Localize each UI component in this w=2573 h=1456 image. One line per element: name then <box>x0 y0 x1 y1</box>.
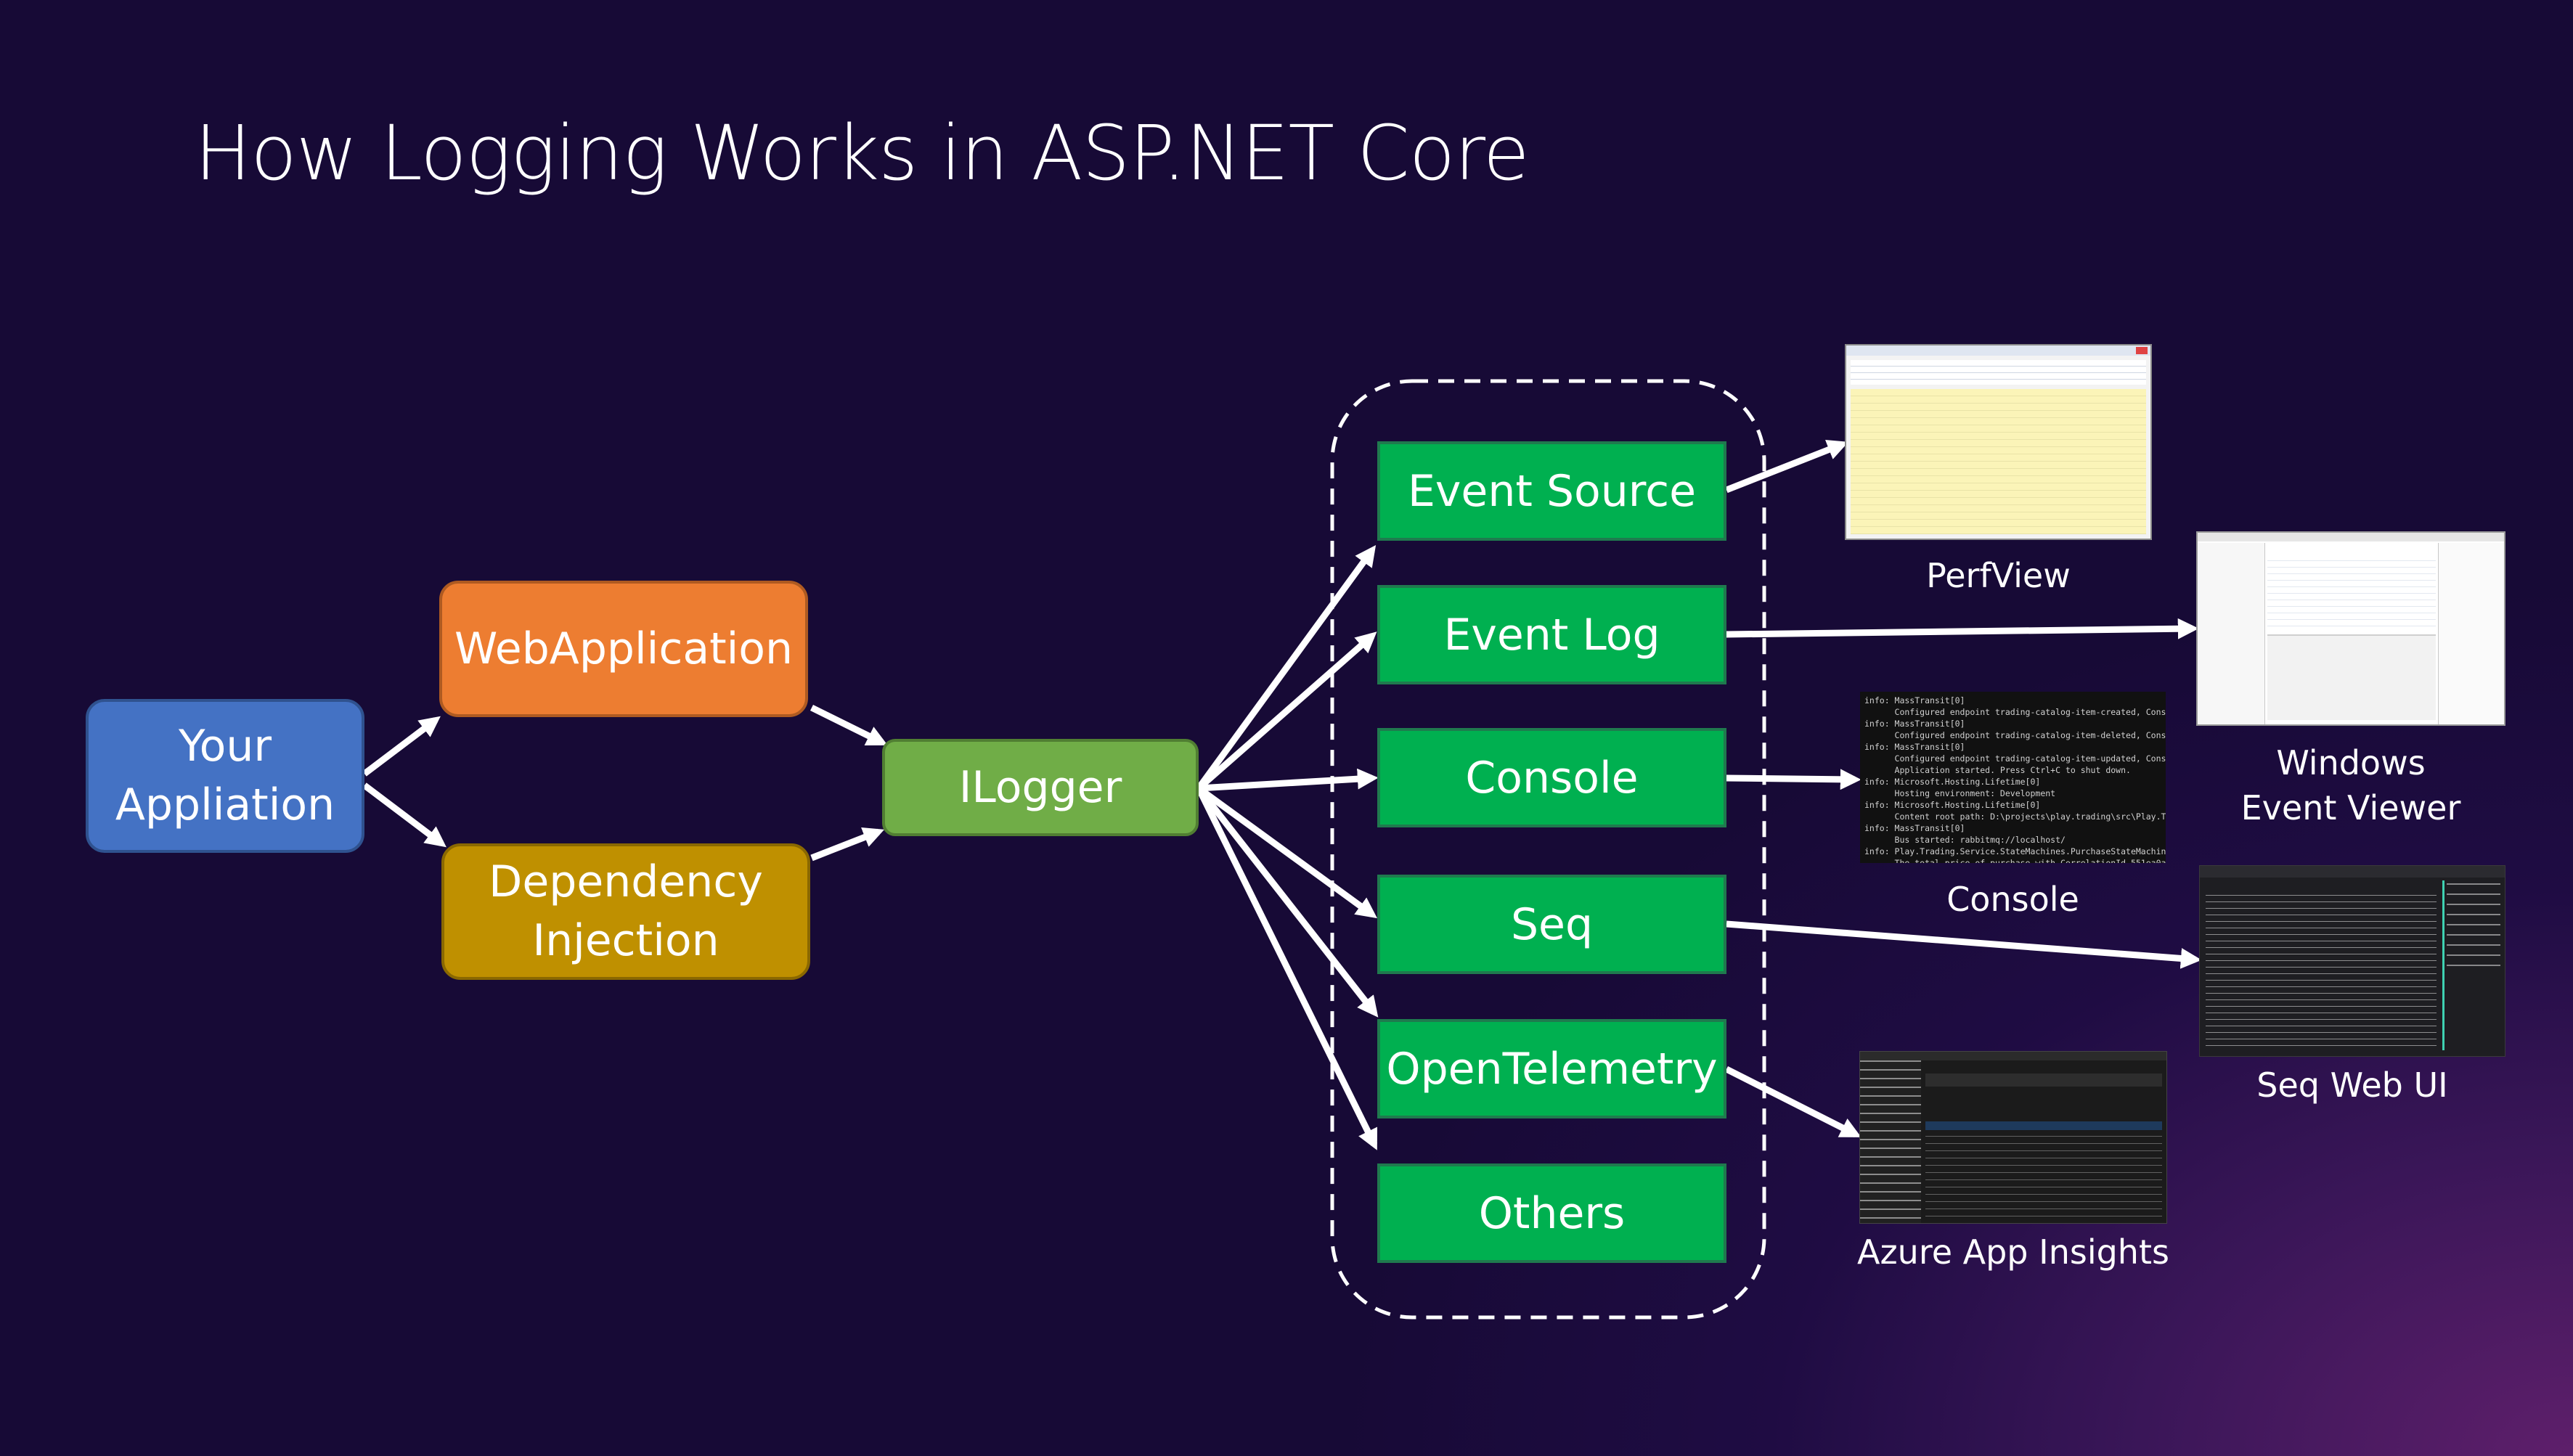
arrow-ilogger-to-others <box>1195 787 1378 1150</box>
dependency-injection-node: Dependency Injection <box>441 843 810 980</box>
arrow-eventlog-to-eventviewer <box>1726 618 2199 639</box>
sink-seq: Seq <box>1377 875 1726 974</box>
arrow-di-to-ilogger <box>810 827 885 862</box>
arrow-app-to-di <box>362 782 446 848</box>
console-line: The total price of purchase with Correla… <box>1864 858 2166 863</box>
arrow-seq-to-seqweb <box>1726 920 2202 969</box>
arrow-web-to-ilogger <box>810 704 888 746</box>
console-line: Configured endpoint trading-catalog-item… <box>1864 730 2166 740</box>
arrow-app-to-web <box>362 716 441 777</box>
arrow-ilogger-to-seq <box>1196 785 1377 919</box>
sink-console: Console <box>1377 728 1726 827</box>
webapplication-node: WebApplication <box>439 581 808 717</box>
console-screenshot: info: MassTransit[0] Configured endpoint… <box>1860 692 2166 863</box>
console-line: info: MassTransit[0] <box>1864 695 1965 705</box>
console-line: info: Play.Trading.Service.StateMachines… <box>1864 846 2166 856</box>
seq-web-ui-screenshot <box>2199 865 2505 1057</box>
console-line: Hosting environment: Development <box>1864 788 2056 798</box>
slide-title: How Logging Works in ASP.NET Core <box>195 109 1530 197</box>
sink-others: Others <box>1377 1163 1726 1263</box>
sink-group-boundary <box>1330 379 1766 1320</box>
arrow-otel-to-azure <box>1724 1066 1862 1138</box>
console-line: info: MassTransit[0] <box>1864 719 1965 729</box>
console-caption: Console <box>1946 880 2079 919</box>
console-line: Bus started: rabbitmq://localhost/ <box>1864 835 2066 845</box>
arrow-ilogger-to-otel <box>1196 786 1379 1018</box>
sink-event-log: Event Log <box>1377 585 1726 684</box>
seq-web-ui-caption: Seq Web UI <box>2256 1066 2448 1105</box>
console-line: Application started. Press Ctrl+C to shu… <box>1864 765 2131 775</box>
arrow-eventsource-to-perfview <box>1725 439 1849 494</box>
your-application-node: Your Appliation <box>86 699 364 853</box>
azure-app-insights-caption: Azure App Insights <box>1857 1232 2169 1272</box>
console-line: info: Microsoft.Hosting.Lifetime[0] <box>1864 800 2041 810</box>
console-line: Configured endpoint trading-catalog-item… <box>1864 753 2166 764</box>
event-viewer-screenshot <box>2196 531 2505 726</box>
sink-event-source: Event Source <box>1377 441 1726 541</box>
console-line: Content root path: D:\projects\play.trad… <box>1864 811 2166 822</box>
arrow-ilogger-to-eventlog <box>1196 631 1377 791</box>
console-line: info: Microsoft.Hosting.Lifetime[0] <box>1864 777 2041 787</box>
sink-opentelemetry: OpenTelemetry <box>1377 1019 1726 1118</box>
arrow-console-to-console <box>1726 769 1862 790</box>
event-viewer-caption: Windows Event Viewer <box>2240 743 2461 828</box>
perfview-screenshot <box>1845 344 2152 540</box>
arrow-ilogger-to-eventsource <box>1196 545 1377 790</box>
azure-app-insights-screenshot <box>1859 1051 2167 1224</box>
ilogger-node: ILogger <box>882 739 1199 836</box>
console-line: Configured endpoint trading-catalog-item… <box>1864 707 2166 717</box>
arrow-ilogger-to-console <box>1198 768 1379 792</box>
console-line: info: MassTransit[0] <box>1864 823 1965 833</box>
console-line: info: MassTransit[0] <box>1864 742 1965 752</box>
perfview-caption: PerfView <box>1926 556 2071 595</box>
